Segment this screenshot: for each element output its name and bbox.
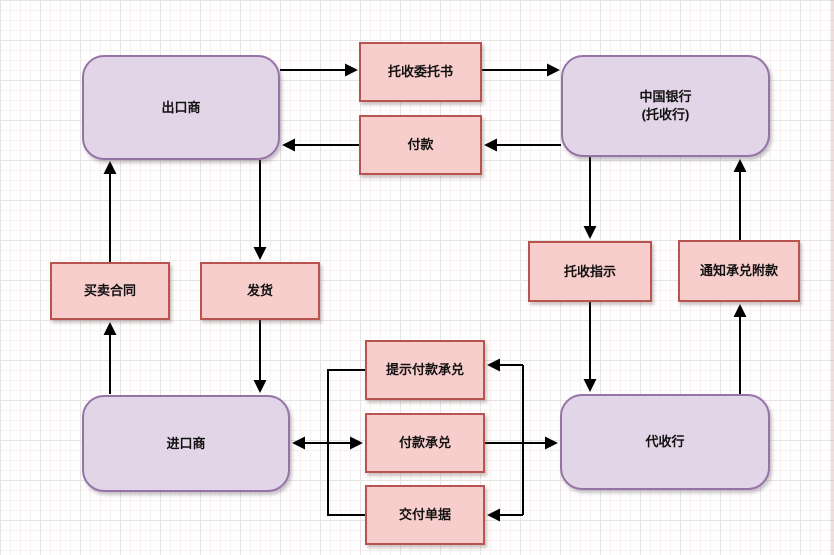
node-collecting-bank-label: 代收行 (645, 434, 685, 450)
node-payment-acceptance-label: 付款承兑 (398, 435, 451, 451)
node-bank-of-china-label-line1: 中国银行 (639, 89, 692, 105)
node-importer-label: 进口商 (166, 435, 206, 451)
node-payment-label: 付款 (407, 137, 434, 153)
node-payment-acceptance: 付款承兑 (365, 413, 485, 473)
node-deliver-documents-label: 交付单据 (398, 507, 451, 523)
node-shipment-label: 发货 (246, 283, 273, 299)
node-notify-acceptance: 通知承兑附款 (678, 240, 800, 302)
node-deliver-documents: 交付单据 (365, 485, 485, 545)
node-shipment: 发货 (200, 262, 320, 320)
node-bank-of-china: 中国银行 (托收行) (561, 55, 770, 157)
canvas-right-edge (831, 0, 834, 555)
bracket-left (327, 369, 365, 516)
node-importer: 进口商 (82, 395, 290, 492)
node-exporter: 出口商 (82, 55, 280, 160)
node-notify-acceptance-label: 通知承兑附款 (699, 263, 778, 279)
node-collection-instruction-label: 托收指示 (563, 263, 616, 279)
node-sales-contract: 买卖合同 (50, 262, 170, 320)
node-collection-letter: 托收委托书 (359, 42, 482, 102)
node-bank-of-china-label-line2: (托收行) (641, 107, 690, 122)
node-collection-instruction: 托收指示 (528, 241, 652, 302)
node-collecting-bank: 代收行 (560, 394, 770, 490)
node-present-payment-acceptance-label: 提示付款承兑 (385, 362, 464, 378)
node-sales-contract-label: 买卖合同 (83, 283, 136, 299)
node-payment: 付款 (359, 115, 482, 175)
node-present-payment-acceptance: 提示付款承兑 (365, 340, 485, 400)
node-exporter-label: 出口商 (161, 99, 201, 115)
node-collection-letter-label: 托收委托书 (387, 64, 453, 80)
